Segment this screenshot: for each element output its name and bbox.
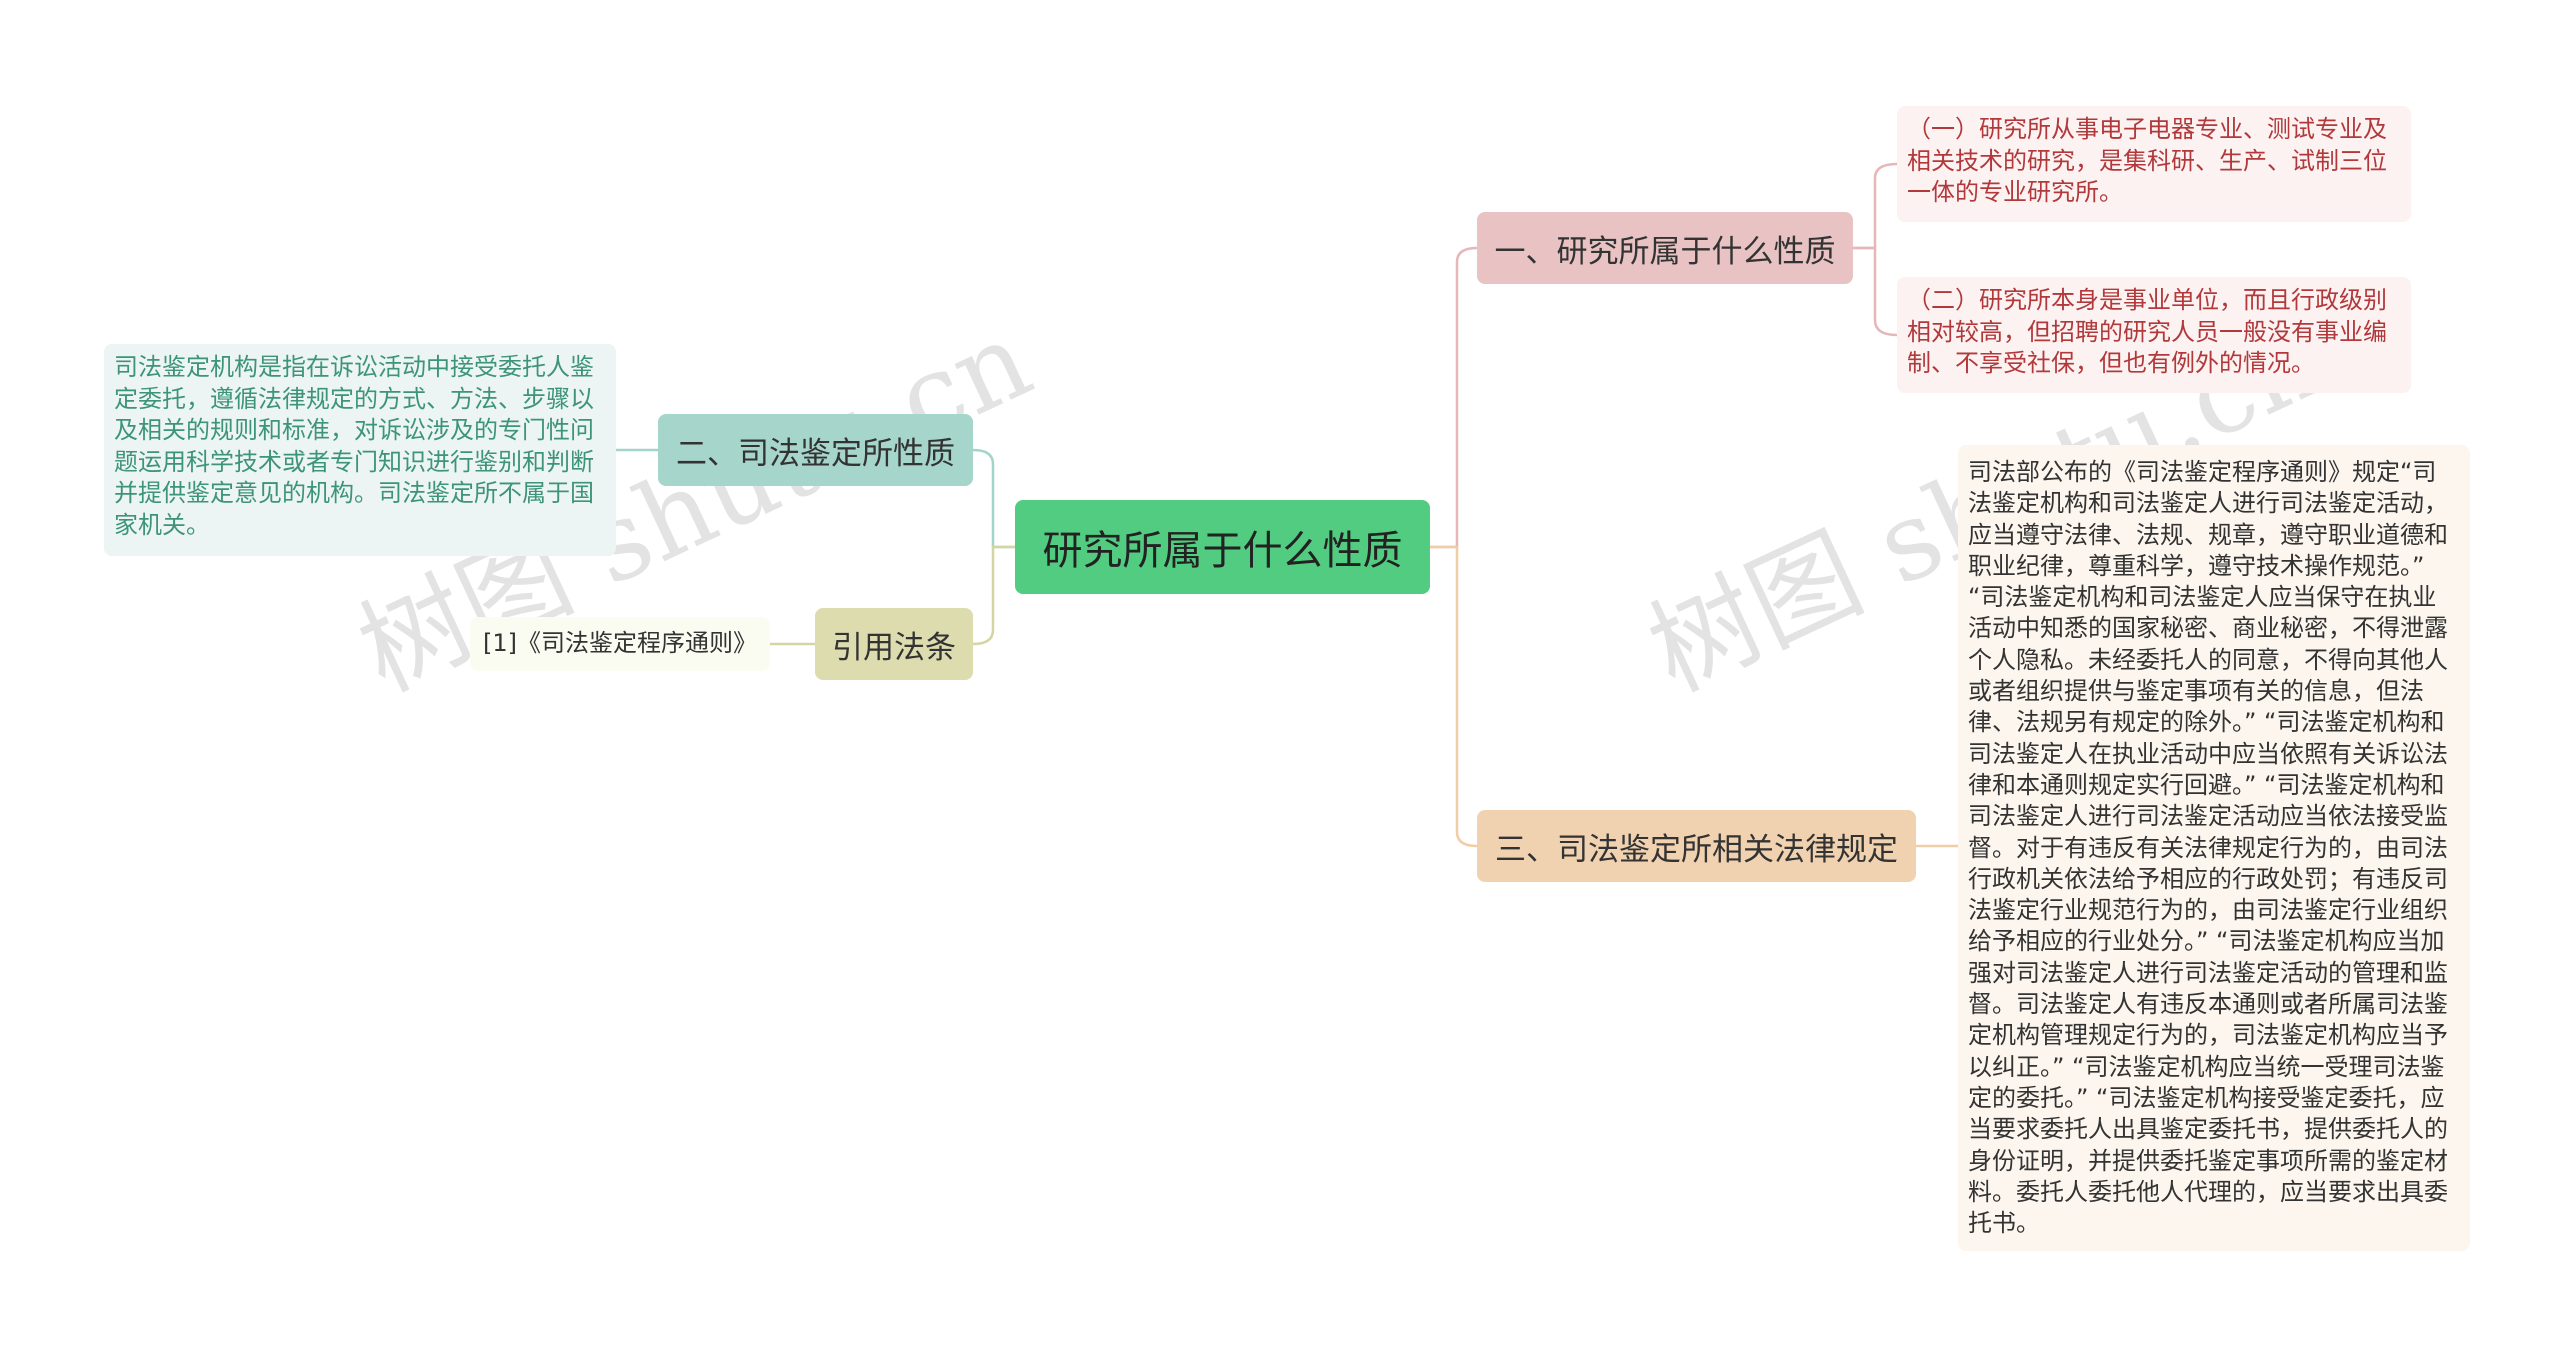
branch-node-legal-provisions[interactable]: 三、司法鉴定所相关法律规定	[1477, 810, 1916, 882]
branch-label: 三、司法鉴定所相关法律规定	[1495, 831, 1898, 868]
leaf-node[interactable]: [1]《司法鉴定程序通则》	[470, 617, 770, 671]
leaf-node[interactable]: （二）研究所本身是事业单位，而且行政级别相对较高，但招聘的研究人员一般没有事业编…	[1897, 277, 2411, 393]
branch-label: 引用法条	[832, 629, 956, 666]
leaf-node[interactable]: 司法部公布的《司法鉴定程序通则》规定“司法鉴定机构和司法鉴定人进行司法鉴定活动，…	[1958, 445, 2470, 1251]
branch-label: 二、司法鉴定所性质	[676, 435, 955, 472]
root-label: 研究所属于什么性质	[1042, 528, 1403, 574]
leaf-node[interactable]: （一）研究所从事电子电器专业、测试专业及相关技术的研究，是集科研、生产、试制三位…	[1897, 106, 2411, 222]
branch-node-judicial-nature[interactable]: 二、司法鉴定所性质	[658, 414, 973, 486]
branch-label: 一、研究所属于什么性质	[1494, 233, 1836, 270]
branch-node-citations[interactable]: 引用法条	[815, 608, 973, 680]
root-node[interactable]: 研究所属于什么性质	[1015, 500, 1430, 594]
branch-node-nature[interactable]: 一、研究所属于什么性质	[1477, 212, 1853, 284]
leaf-node[interactable]: 司法鉴定机构是指在诉讼活动中接受委托人鉴定委托，遵循法律规定的方式、方法、步骤以…	[104, 344, 616, 556]
